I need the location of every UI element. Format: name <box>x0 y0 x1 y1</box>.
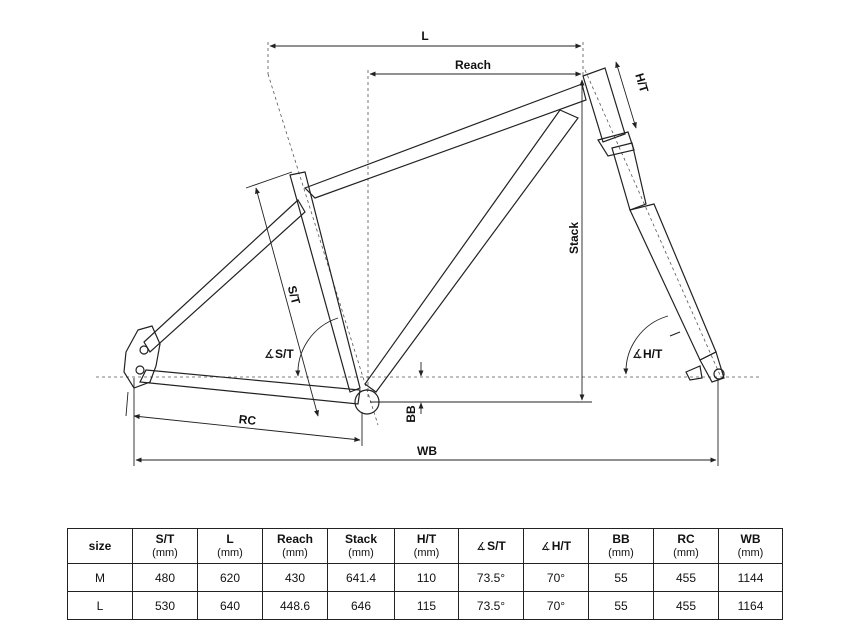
angle-icon-ht: ∡ <box>632 347 643 361</box>
header-size: size <box>67 528 133 564</box>
header-bb: BB(mm) <box>588 528 654 564</box>
table-row: L 530 640 448.6 646 115 73.5° 70° 55 455… <box>67 591 783 620</box>
cell-bb: 55 <box>588 563 654 592</box>
label-reach: Reach <box>455 58 491 72</box>
dimension-wb: WB <box>133 378 719 466</box>
cell-st: 530 <box>132 591 198 620</box>
cell-reach: 430 <box>262 563 328 592</box>
header-wb: WB(mm) <box>718 528 783 564</box>
cell-l: 640 <box>197 591 263 620</box>
fork <box>597 131 725 383</box>
cell-wb: 1144 <box>718 563 783 592</box>
dimension-l: L <box>269 29 582 49</box>
seat-tube <box>289 171 361 393</box>
chain-stay <box>139 369 361 405</box>
label-wb: WB <box>417 444 437 458</box>
dimension-st-angle: ∡ S/T <box>264 317 339 377</box>
cell-stack: 641.4 <box>327 563 395 592</box>
cell-st-angle: 73.5° <box>458 563 524 592</box>
cell-rc: 455 <box>653 591 719 620</box>
header-st: S/T(mm) <box>132 528 198 564</box>
cell-reach: 448.6 <box>262 591 328 620</box>
label-l: L <box>421 29 428 43</box>
cell-size: L <box>67 591 133 620</box>
header-reach: Reach(mm) <box>262 528 328 564</box>
bike-frame <box>123 67 626 415</box>
header-rc: RC(mm) <box>653 528 719 564</box>
cell-size: M <box>67 563 133 592</box>
cell-wb: 1164 <box>718 591 783 620</box>
label-ht-angle: H/T <box>643 347 663 361</box>
header-st-angle: ∡S/T <box>458 528 524 564</box>
construction-lines <box>96 42 760 426</box>
head-tube <box>582 67 626 143</box>
table-row: M 480 620 430 641.4 110 73.5° 70° 55 455… <box>67 563 783 592</box>
cell-ht: 110 <box>394 563 459 592</box>
angle-icon: ∡ <box>540 540 551 553</box>
dimension-st: S/T <box>245 171 319 417</box>
seat-stay <box>143 199 306 353</box>
dimension-ht-angle: ∡ H/T <box>623 315 669 375</box>
dropout <box>123 325 161 389</box>
top-tube <box>303 83 587 199</box>
label-stack: Stack <box>567 222 581 254</box>
angle-icon-st: ∡ <box>264 347 275 361</box>
dimension-ht: H/T <box>615 61 652 129</box>
dimension-stack: Stack <box>370 79 592 403</box>
angle-icon: ∡ <box>476 540 487 553</box>
bike-geometry-diagram: L Reach H/T Stack S/T ∡ S/T ∡ H/T BB <box>96 29 760 466</box>
dropout-hole <box>139 345 149 355</box>
cell-st: 480 <box>132 563 198 592</box>
header-stack: Stack(mm) <box>327 528 395 564</box>
header-l: L(mm) <box>197 528 263 564</box>
geometry-table: size S/T(mm) L(mm) Reach(mm) Stack(mm) H… <box>67 528 783 620</box>
down-tube <box>364 109 579 393</box>
label-rc: RC <box>238 412 257 428</box>
cell-ht-angle: 70° <box>523 591 589 620</box>
header-ht: H/T(mm) <box>394 528 459 564</box>
cell-st-angle: 73.5° <box>458 591 524 620</box>
label-ht: H/T <box>632 72 651 95</box>
cell-bb: 55 <box>588 591 654 620</box>
cell-rc: 455 <box>653 563 719 592</box>
dimension-reach: Reach <box>369 58 582 77</box>
label-st: S/T <box>285 284 304 306</box>
cell-ht-angle: 70° <box>523 563 589 592</box>
cell-ht: 115 <box>394 591 459 620</box>
dropout-hole-2 <box>135 365 145 375</box>
table-header-row: size S/T(mm) L(mm) Reach(mm) Stack(mm) H… <box>67 528 783 564</box>
cell-l: 620 <box>197 563 263 592</box>
header-ht-angle: ∡H/T <box>523 528 589 564</box>
label-bb: BB <box>404 405 418 423</box>
dimension-rc: RC <box>125 391 363 446</box>
dimension-bb: BB <box>404 362 424 423</box>
label-st-angle: S/T <box>275 347 294 361</box>
cell-stack: 646 <box>327 591 395 620</box>
